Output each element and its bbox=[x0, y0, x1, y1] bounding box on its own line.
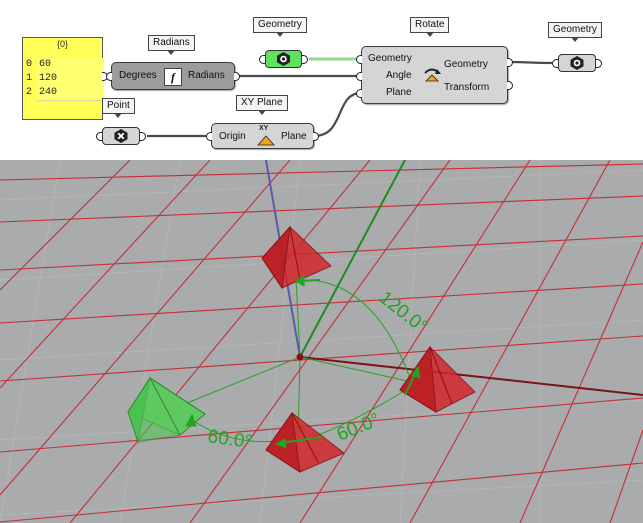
geometry-output-param[interactable] bbox=[558, 54, 596, 72]
rotate-output-geometry: Geometry bbox=[444, 59, 488, 70]
rotate-component[interactable]: Geometry Angle Plane Geometry Transform bbox=[361, 46, 508, 104]
xyplane-tag: XY Plane bbox=[236, 95, 288, 115]
panel-row-index: 1 bbox=[26, 73, 33, 84]
rotate-geometry-grip[interactable] bbox=[356, 55, 362, 64]
rotated-pyramid-2 bbox=[399, 345, 476, 413]
geometry-param-output-grip[interactable] bbox=[302, 55, 308, 64]
radians-output-label: Radians bbox=[188, 70, 225, 81]
rotate-output-transform: Transform bbox=[444, 82, 490, 93]
rotate-transform-out-grip[interactable] bbox=[507, 81, 513, 90]
rotation-origin bbox=[296, 353, 304, 361]
point-param[interactable] bbox=[102, 127, 140, 145]
xyplane-output-grip[interactable] bbox=[313, 132, 319, 141]
hexnut-icon bbox=[277, 52, 290, 66]
plane-shape-icon bbox=[257, 135, 275, 146]
major-grid bbox=[0, 160, 643, 523]
function-icon: f bbox=[164, 68, 182, 86]
xy-plane-icon: XY bbox=[256, 125, 276, 147]
wire-xyplane-to-rotate bbox=[313, 91, 362, 138]
xy-plane-icon-label: XY bbox=[259, 125, 269, 132]
panel-row-value[interactable]: 120 bbox=[37, 72, 104, 87]
geometry-param-tag: Geometry bbox=[253, 17, 307, 37]
rotate-geometry-out-grip[interactable] bbox=[507, 58, 513, 67]
radians-output-grip[interactable] bbox=[234, 72, 240, 81]
rhino-viewport[interactable]: 60.0° 60.0° 120.0° bbox=[0, 160, 643, 523]
geometry-param-input-grip[interactable] bbox=[259, 55, 265, 64]
rotate-icon bbox=[424, 68, 441, 82]
rotate-plane-grip[interactable] bbox=[356, 89, 362, 98]
radians-tag: Radians bbox=[148, 35, 195, 55]
geometry-output-output-grip[interactable] bbox=[596, 59, 602, 68]
rotate-input-geometry: Geometry bbox=[368, 53, 412, 64]
rotate-angle-grip[interactable] bbox=[356, 72, 362, 81]
radians-component[interactable]: Degrees f Radians bbox=[111, 62, 235, 90]
panel-row[interactable]: 2 240 bbox=[23, 86, 104, 101]
point-param-input-grip[interactable] bbox=[96, 132, 102, 141]
panel-row[interactable]: 1 120 bbox=[23, 72, 104, 87]
geometry-param[interactable] bbox=[265, 50, 302, 68]
panel-header: {0} bbox=[56, 39, 69, 49]
rotated-pyramid-1 bbox=[261, 225, 332, 290]
panel-row[interactable]: 0 60 bbox=[23, 58, 104, 73]
point-param-tag: Point bbox=[102, 98, 135, 118]
xyplane-input-grip[interactable] bbox=[206, 132, 212, 141]
radians-input-grip[interactable] bbox=[106, 72, 112, 81]
panel-row-index: 2 bbox=[26, 87, 33, 98]
xyplane-input-label: Origin bbox=[219, 131, 246, 142]
viewport-scene: 60.0° 60.0° 120.0° bbox=[0, 160, 643, 523]
hexnut-icon bbox=[570, 56, 584, 70]
point-param-output-grip[interactable] bbox=[140, 132, 146, 141]
y-axis bbox=[299, 160, 406, 358]
xyplane-output-label: Plane bbox=[281, 131, 307, 142]
rotate-tag: Rotate bbox=[410, 17, 450, 37]
panel-row-value[interactable]: 240 bbox=[37, 86, 104, 101]
panel-angle-values[interactable]: {0} 0 60 1 120 2 240 bbox=[22, 37, 104, 120]
geometry-output-tag: Geometry bbox=[548, 22, 602, 42]
viewport-background bbox=[0, 160, 643, 523]
grasshopper-canvas[interactable]: {0} 0 60 1 120 2 240 Radians Degrees f R… bbox=[0, 0, 643, 160]
cross-icon bbox=[114, 129, 128, 143]
panel-row-index: 0 bbox=[26, 59, 33, 70]
rotate-input-plane: Plane bbox=[386, 87, 412, 98]
geometry-output-input-grip[interactable] bbox=[552, 59, 558, 68]
xyplane-component[interactable]: Origin XY Plane bbox=[211, 123, 314, 149]
panel-row-value[interactable]: 60 bbox=[37, 58, 104, 73]
wire-rotate-to-output bbox=[507, 60, 553, 65]
rotation-arrows bbox=[185, 275, 421, 449]
radians-input-label: Degrees bbox=[119, 70, 157, 81]
rotate-input-angle: Angle bbox=[386, 70, 412, 81]
x-axis bbox=[299, 356, 643, 396]
